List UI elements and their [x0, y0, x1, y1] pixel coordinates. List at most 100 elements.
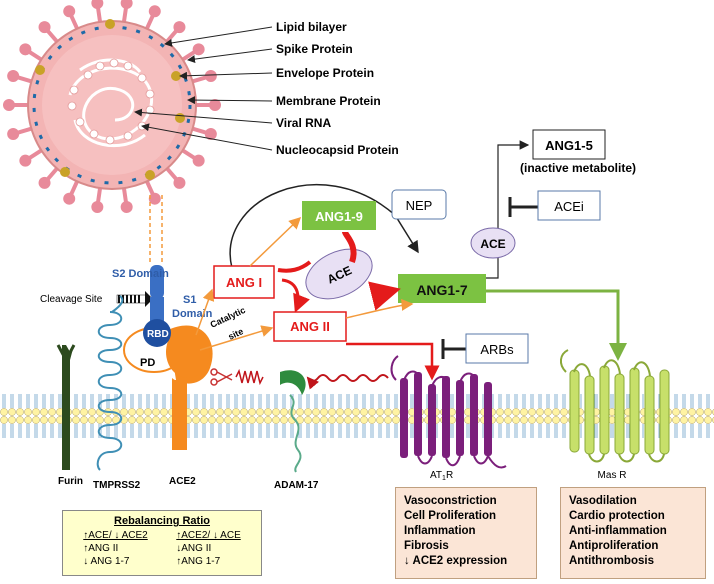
label-catalytic-1: Catalytic: [209, 305, 247, 330]
acei-box: [537, 190, 601, 221]
scissors-icon: [210, 368, 233, 386]
arrow-angi-to-ang19: [249, 216, 302, 267]
spike-head: [19, 43, 32, 56]
ang1-9-label: ANG1-9: [315, 209, 363, 224]
label-s1-domain-2: Domain: [172, 308, 213, 320]
spike-head: [148, 5, 161, 18]
rebalancing-title: Rebalancing Ratio: [114, 515, 210, 527]
at1r-effects-box: Vasoconstriction Cell Proliferation Infl…: [395, 487, 537, 579]
spike-s2-domain: [150, 265, 164, 299]
ang1-7-label: ANG1-7: [416, 282, 468, 298]
at1r-effect: ↓ ACE2 expression: [404, 555, 508, 567]
spike-connection-dashes: [149, 195, 163, 262]
line-ang17-to-ace-right: [486, 140, 530, 279]
spike-head: [91, 0, 104, 10]
label-pd: PD: [140, 357, 155, 369]
rebalancing-right-item: ↑ANG 1-7: [176, 556, 221, 567]
at1r-effect: Cell Proliferation: [404, 510, 497, 522]
rebalancing-ratio-box: Rebalancing Ratio ↑ACE/ ↓ ACE2 ↑ANG II ↓…: [62, 510, 262, 576]
spike-head: [91, 200, 104, 213]
label-viral-rna: Viral RNA: [276, 116, 331, 130]
spike-head: [173, 176, 186, 189]
ace-right-ellipse: [470, 227, 516, 259]
label-s2-domain: S2 Domain: [112, 268, 169, 280]
arrow-ang17-to-masr: [486, 289, 627, 361]
masr-effect: Vasodilation: [569, 495, 637, 507]
label-s1-domain-1: S1: [183, 294, 196, 306]
ang-i-box: [213, 265, 275, 299]
at1r-effect: Inflammation: [404, 525, 476, 537]
nep-box: [391, 189, 447, 220]
cell-membrane: [0, 386, 714, 438]
rebalancing-left-item: ↓ ANG 1-7: [83, 556, 130, 567]
nep-label: NEP: [406, 198, 433, 213]
label-spike-protein: Spike Protein: [276, 42, 353, 56]
arrow-angii-to-ang17: [345, 298, 414, 319]
masr-effect: Anti-inflammation: [569, 525, 667, 537]
rebalancing-right-item: ↓ANG II: [176, 543, 212, 554]
arrow-catalytic-to-angii: [199, 325, 274, 351]
label-nucleocapsid-protein: Nucleocapsid Protein: [276, 143, 399, 157]
spike-head: [38, 21, 51, 34]
spike-head: [3, 99, 15, 111]
spike-head: [63, 5, 76, 18]
spike-head: [63, 192, 76, 205]
rebalancing-left-item: ↑ANG II: [83, 543, 119, 554]
ang1-5-box: [532, 129, 606, 160]
spike-head: [38, 176, 51, 189]
spike-head: [7, 128, 20, 141]
spike-head: [173, 21, 186, 34]
spike-head: [7, 69, 20, 82]
label-envelope-protein: Envelope Protein: [276, 66, 374, 80]
masr-receptor: [569, 365, 670, 455]
spike-head: [204, 69, 217, 82]
masr-effect: Cardio protection: [569, 510, 665, 522]
label-rbd: RBD: [147, 329, 169, 340]
adam17-protein: [280, 370, 306, 473]
acei-label: ACEi: [554, 199, 584, 214]
arrow-ace-to-ang17: [368, 281, 401, 311]
masr-loops: [560, 349, 665, 463]
spike-head: [192, 154, 205, 167]
label-masr: Mas R: [598, 470, 627, 481]
adam17-cleavage-wave: [306, 374, 389, 390]
ang1-9-box: [302, 201, 376, 230]
masr-effect: Antithrombosis: [569, 555, 654, 567]
virus-particle: [3, 0, 221, 213]
arrow-angii-to-at1r: [346, 342, 440, 381]
rbd-domain: [143, 297, 171, 347]
label-tmprss2: TMPRSS2: [93, 480, 141, 491]
arrow-ace-inhibit-angi: [277, 260, 312, 273]
spike-head: [148, 192, 161, 205]
label-ace2: ACE2: [169, 476, 196, 487]
arrow-catalytic-to-angi: [195, 288, 215, 336]
ace-right-label: ACE: [480, 237, 505, 251]
spike-head: [204, 128, 217, 141]
arbs-box: [465, 333, 529, 364]
at1r-loops: [390, 355, 507, 469]
at1r-effect: Vasoconstriction: [404, 495, 497, 507]
envelope-protein: [35, 19, 185, 180]
at1r-receptor: [400, 372, 492, 458]
label-lipid-bilayer: Lipid bilayer: [276, 20, 347, 34]
rebalancing-left-item: ↑ACE/ ↓ ACE2: [83, 530, 148, 541]
ang-i-label: ANG I: [226, 275, 262, 290]
masr-effect: Antiproliferation: [569, 540, 659, 552]
spike-head: [120, 0, 133, 10]
spike-head: [209, 99, 221, 111]
spike-stem: [144, 178, 156, 197]
ang-ii-box: [273, 311, 347, 342]
tmprss2-protein: [96, 295, 124, 471]
curve-angi-to-ang17: [229, 184, 419, 269]
arbs-label: ARBs: [480, 342, 514, 357]
label-furin: Furin: [58, 476, 83, 487]
label-at1r: AT1R: [430, 470, 453, 482]
rebalancing-left-column: ↑ACE/ ↓ ACE2 ↑ANG II ↓ ANG 1-7: [83, 529, 147, 568]
rebalancing-right-column: ↑ACE2/ ↓ ACE ↓ANG II ↑ANG 1-7: [176, 529, 240, 568]
label-membrane-protein: Membrane Protein: [276, 94, 381, 108]
virus-label-pointers: [134, 26, 273, 151]
furin-protein: [56, 344, 76, 470]
ang1-7-box: [398, 274, 486, 303]
ace-center-ellipse: [305, 248, 373, 300]
